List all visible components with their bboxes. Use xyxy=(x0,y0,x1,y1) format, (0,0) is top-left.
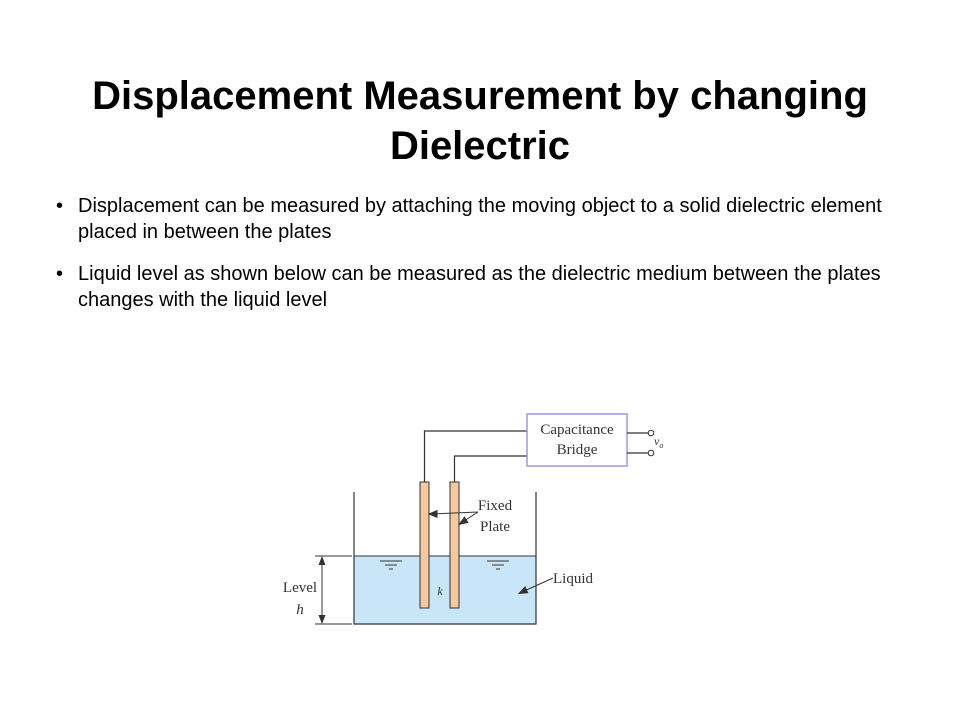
surface-marker-icon xyxy=(487,560,509,570)
bullet-dot-icon: • xyxy=(56,263,64,285)
wire-left xyxy=(423,430,527,482)
fixed-plate-label-line-2: Plate xyxy=(480,519,510,535)
terminal-icon xyxy=(647,449,655,457)
dielectric-symbol: k xyxy=(437,584,443,598)
bullet-list: • Displacement can be measured by attach… xyxy=(52,193,912,329)
output-voltage-subscript: o xyxy=(659,441,663,450)
fixed-plate-left xyxy=(419,481,430,609)
level-arrow-down-icon xyxy=(318,615,326,624)
liquid-label: Liquid xyxy=(553,571,593,587)
slide-title: Displacement Measurement by changing Die… xyxy=(60,71,900,171)
fixed-plate-right xyxy=(449,481,460,609)
bullet-item: • Displacement can be measured by attach… xyxy=(52,193,912,245)
tank-outline xyxy=(353,492,537,625)
bullet-item: • Liquid level as shown below can be mea… xyxy=(52,261,912,313)
surface-marker-icon xyxy=(380,560,402,570)
bullet-dot-icon: • xyxy=(56,195,64,217)
title-line-2: Dielectric xyxy=(389,123,571,168)
liquid-fill xyxy=(354,556,536,624)
bullet-text: Displacement can be measured by attachin… xyxy=(78,195,882,243)
fixed-plate-leader-arrows xyxy=(427,509,479,526)
capacitance-bridge-box xyxy=(526,413,628,467)
bridge-label-line-2: Bridge xyxy=(557,442,598,458)
liquid-leader-arrow xyxy=(517,577,554,595)
title-line-1: Displacement Measurement by changing xyxy=(92,73,868,118)
bridge-label-line-1: Capacitance xyxy=(540,422,614,438)
level-label: Level xyxy=(283,580,317,596)
bullet-text: Liquid level as shown below can be measu… xyxy=(78,263,881,311)
terminal-icon xyxy=(647,429,655,437)
level-symbol: h xyxy=(296,602,304,618)
wire-right xyxy=(453,455,527,482)
output-voltage-symbol: v xyxy=(654,434,660,448)
output-voltage-label: vo xyxy=(654,434,663,450)
fixed-plate-label-line-1: Fixed xyxy=(478,498,513,514)
level-arrow-up-icon xyxy=(318,556,326,565)
